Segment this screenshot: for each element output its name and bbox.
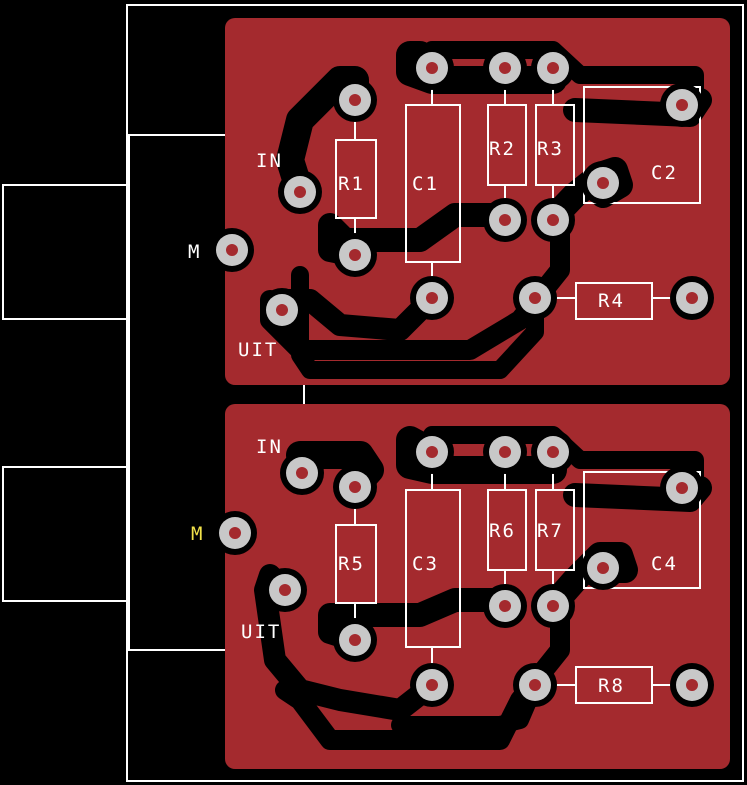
board-outline [126,4,744,782]
pad-r3-bottom [531,198,575,242]
label-uit-top: UIT [238,339,278,361]
pad-c2-a [660,83,704,127]
label-c4: C4 [651,553,678,575]
label-c3: C3 [412,553,439,575]
pad-r1-bottom [333,233,377,277]
r3-outline [535,104,575,186]
pad-r2-top [483,46,527,90]
label-in-bottom: IN [256,436,283,458]
pad-in-top [278,170,322,214]
label-r5: R5 [338,553,365,575]
pad-c2-b [581,161,625,205]
pad-c3-top [410,430,454,474]
pad-r3-top [531,46,575,90]
label-r6: R6 [489,520,516,542]
label-r1: R1 [338,173,365,195]
label-r4: R4 [598,290,625,312]
pad-m-bottom [213,511,257,555]
pad-r8-right [670,663,714,707]
pad-r6-top [483,430,527,474]
pad-r8-left [513,663,557,707]
pad-uit-bottom [263,568,307,612]
pad-r1-top [333,78,377,122]
label-m-bottom: M [191,523,204,545]
label-uit-bottom: UIT [241,621,281,643]
pad-m-top [210,228,254,272]
r4-outline [575,282,653,320]
pads [210,46,714,707]
pad-r4-right [670,276,714,320]
label-r8: R8 [598,675,625,697]
r2-outline [487,104,527,186]
label-r3: R3 [537,138,564,160]
connector-bottom [2,466,129,602]
pad-c1-top [410,46,454,90]
r6-outline [487,489,527,571]
pad-uit-top [260,288,304,332]
pad-c4-a [660,466,704,510]
pad-r2-bottom [483,198,527,242]
label-r2: R2 [489,138,516,160]
pad-in-bottom [280,451,324,495]
pad-r5-top [333,465,377,509]
pad-r5-bottom [333,618,377,662]
r7-outline [535,489,575,571]
pad-r7-bottom [531,584,575,628]
pad-c3-bottom [410,663,454,707]
pad-c1-bottom [410,276,454,320]
c4-outline [583,471,701,589]
pad-c4-b [581,546,625,590]
pad-r7-top [531,430,575,474]
pad-r4-left [513,276,557,320]
connector-body-outline [128,134,305,651]
label-c1: C1 [412,173,439,195]
label-r7: R7 [537,520,564,542]
label-c2: C2 [651,162,678,184]
label-in-top: IN [256,150,283,172]
label-m-top: M [188,241,201,263]
c2-outline [583,86,701,204]
pad-r6-bottom [483,584,527,628]
connector-top [2,184,129,320]
